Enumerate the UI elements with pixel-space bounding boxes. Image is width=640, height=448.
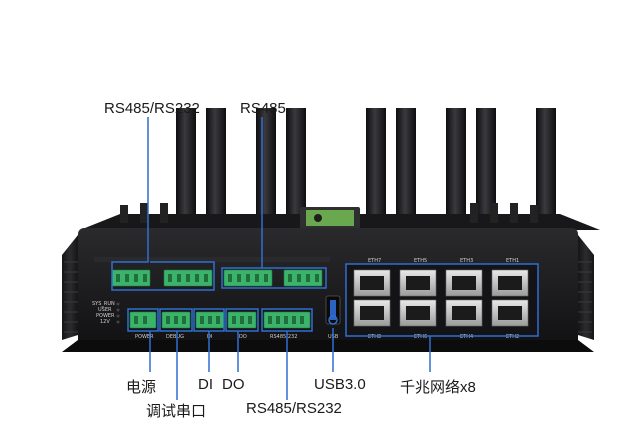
top-terminal-row <box>94 257 330 287</box>
side-fins <box>62 235 594 340</box>
led-label: SYS_RUN <box>92 301 115 307</box>
eth-label: ETH1 <box>506 258 519 264</box>
eth-label: ETH8 <box>368 334 381 340</box>
callout-gigabit-ethernet: 千兆网络x8 <box>400 379 476 396</box>
callout-rs485-rs232-top: RS485/RS232 <box>104 100 200 117</box>
antennas <box>176 108 556 218</box>
top-heatsink <box>80 203 600 230</box>
eth-label: ETH4 <box>460 334 473 340</box>
eth-label: ETH6 <box>414 334 427 340</box>
led-label: 12V <box>100 319 110 325</box>
eth-label: ETH7 <box>368 258 381 264</box>
callout-lines <box>111 117 539 400</box>
callout-debug-serial: 调试串口 <box>146 403 207 420</box>
callout-rs485-top: RS485 <box>240 100 286 117</box>
led-label: USER <box>98 307 112 313</box>
callout-usb3: USB3.0 <box>314 376 366 393</box>
do-port-label: DO <box>239 334 247 340</box>
bottom-terminal-row <box>116 302 311 329</box>
usb-port <box>325 295 341 325</box>
debug-port-label: DEBUG <box>166 334 184 340</box>
eth-label: ETH2 <box>506 334 519 340</box>
callout-do: DO <box>222 376 245 393</box>
callout-di: DI <box>198 376 213 393</box>
led-label: POWER <box>96 313 115 319</box>
eth-label: ETH3 <box>460 258 473 264</box>
power-port-label: POWER <box>135 334 154 340</box>
rs485-port-label: RS485/232 <box>270 334 297 340</box>
callout-power: 电源 <box>126 379 157 396</box>
callout-rs485-rs232-bottom: RS485/RS232 <box>246 400 342 417</box>
ethernet-block <box>346 264 538 334</box>
eth-label: ETH5 <box>414 258 427 264</box>
